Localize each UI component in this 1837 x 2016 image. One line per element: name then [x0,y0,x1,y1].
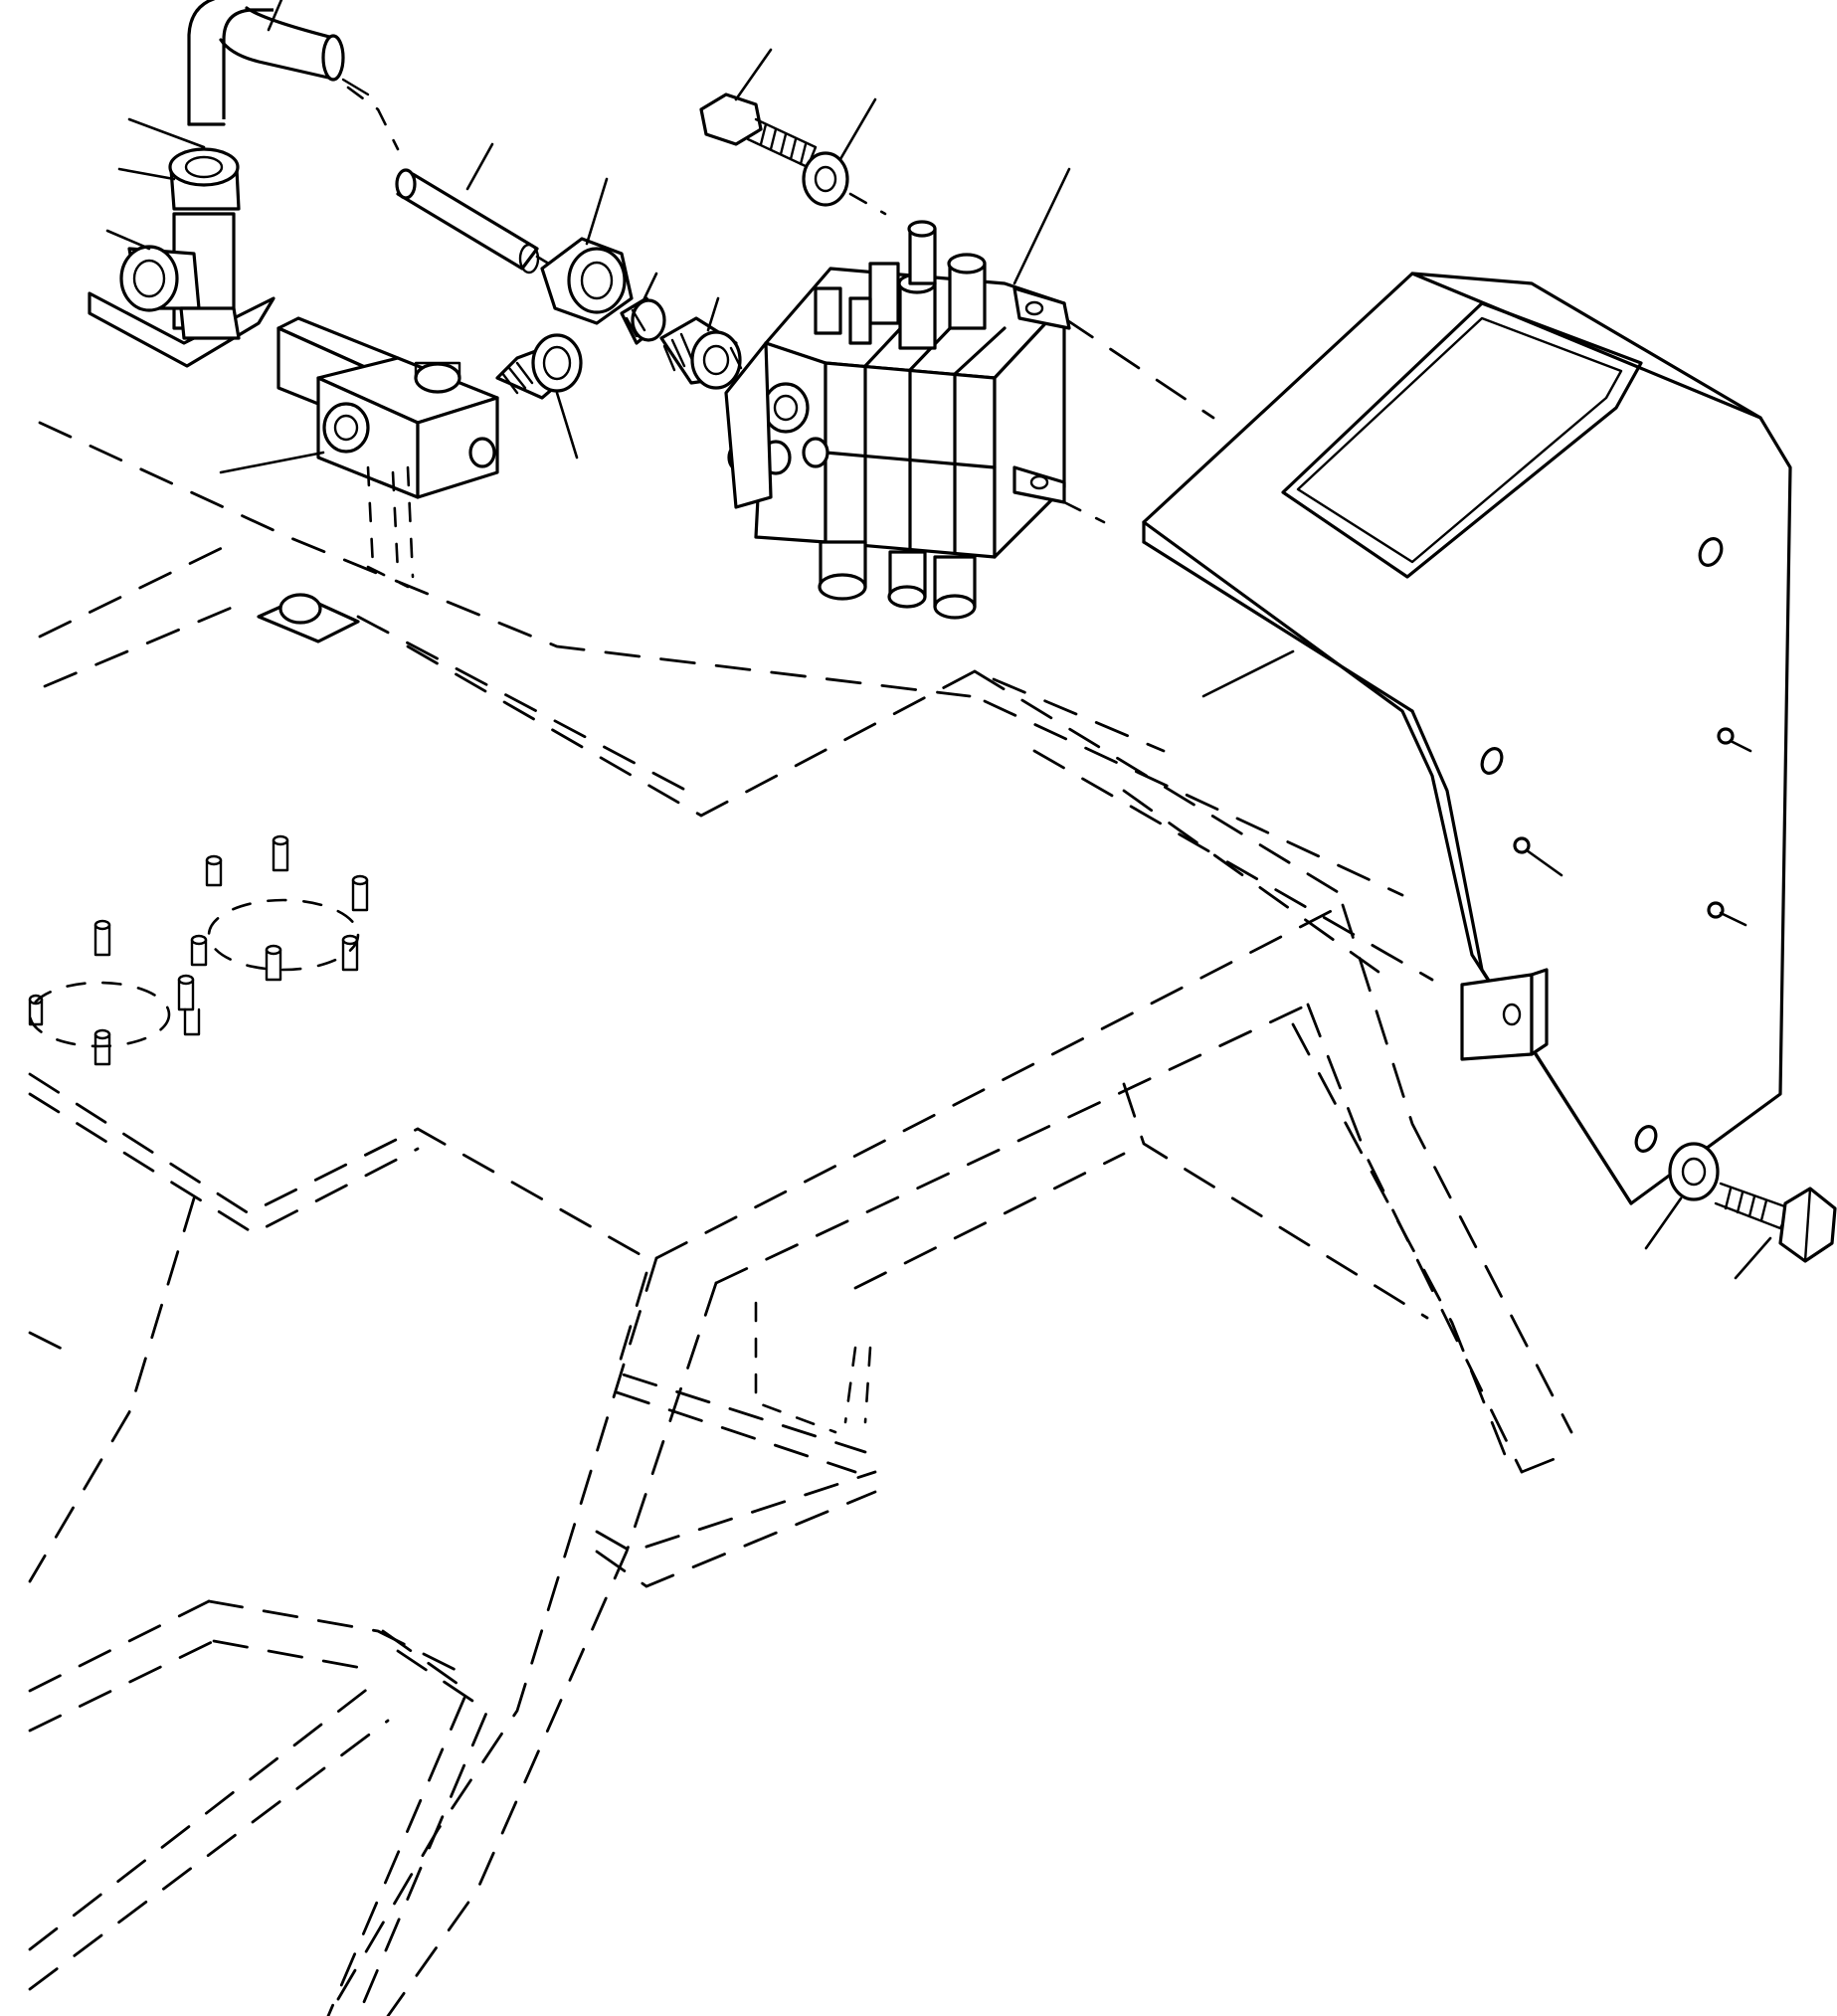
adapter-fitting [659,316,743,390]
mounting-stud-ring-left [28,919,201,1066]
machine-frame [28,316,1573,2016]
tee-fitting [88,212,276,368]
mounting-stud-ring-right [190,834,369,982]
hydraulic-hose [187,0,400,151]
union-nut [168,147,241,211]
hose-sleeve [395,168,559,275]
mounting-pad [257,593,360,643]
lower-bolt [1714,1182,1837,1263]
lower-washer [1668,1142,1720,1201]
mounting-bracket [1142,272,1792,1205]
upper-washer [802,151,849,207]
upper-bolt [699,92,818,169]
control-valve [724,220,1106,620]
sleeve-nut [540,237,634,325]
ferrule [620,296,666,345]
check-valve-block [276,316,499,589]
connector-fitting [495,333,583,400]
